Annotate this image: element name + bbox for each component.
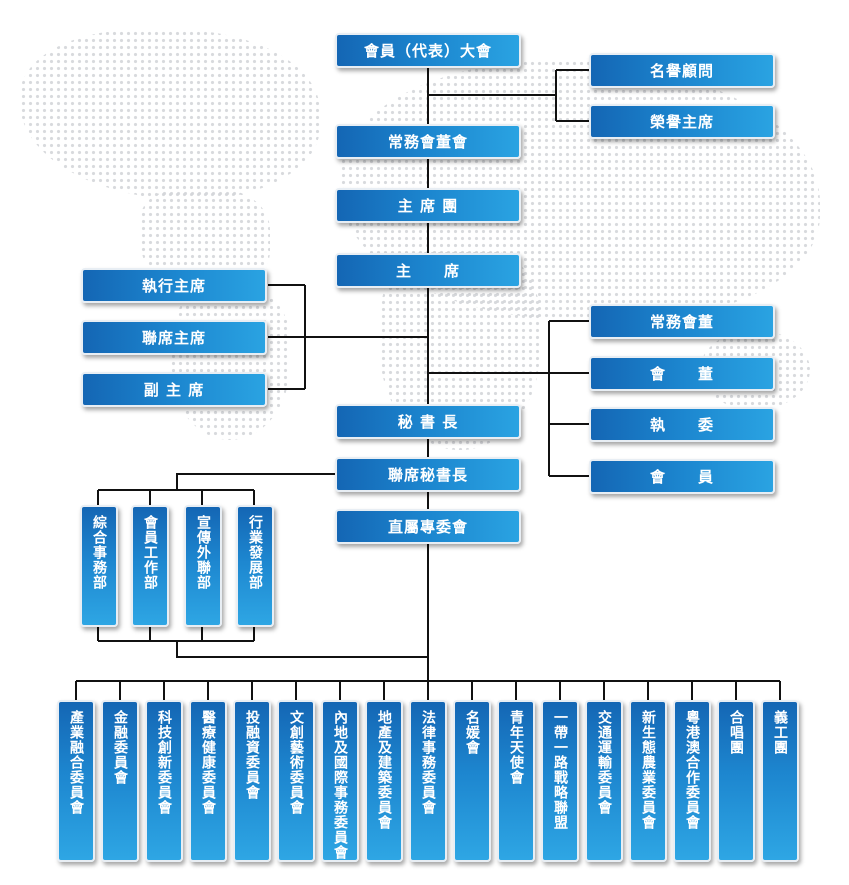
node-executive-committee: 執 委 [589, 407, 775, 442]
node-committee: 科技創新委員會 [145, 700, 183, 862]
node-honorary-advisor: 名譽顧問 [589, 53, 775, 88]
node-department: 會員工作部 [131, 505, 169, 627]
node-executive-chairman: 執行主席 [81, 268, 267, 303]
node-standing-board: 常務會董會 [335, 124, 521, 159]
committee-label: 金融委員會 [112, 710, 128, 785]
department-label: 綜合事務部 [91, 515, 107, 590]
department-label: 宣傳外聯部 [195, 515, 211, 590]
committee-label: 交通運輸委員會 [596, 710, 612, 815]
node-joint-chairman: 聯席主席 [81, 320, 267, 355]
committee-label: 名媛會 [464, 710, 480, 755]
committee-label: 文創藝術委員會 [288, 710, 304, 815]
node-chairman: 主 席 [335, 253, 521, 288]
committee-label: 義工團 [772, 710, 788, 755]
node-department: 綜合事務部 [80, 505, 118, 627]
node-director: 會 董 [589, 356, 775, 391]
committee-label: 一帶一路戰略聯盟 [552, 710, 568, 830]
node-committee: 法律事務委員會 [409, 700, 447, 862]
node-committee: 地產及建築委員會 [365, 700, 403, 862]
department-label: 行業發展部 [247, 515, 263, 590]
committee-label: 新生態農業委員會 [640, 710, 656, 830]
committee-label: 內地及國際事務委員會 [332, 710, 348, 860]
node-department: 宣傳外聯部 [184, 505, 222, 627]
node-member: 會 員 [589, 459, 775, 494]
committee-label: 醫療健康委員會 [200, 710, 216, 815]
node-standing-director: 常務會董 [589, 304, 775, 339]
committee-label: 粵港澳合作委員會 [684, 710, 700, 830]
node-committee: 合唱團 [717, 700, 755, 862]
node-committee: 青年天使會 [497, 700, 535, 862]
node-committee: 新生態農業委員會 [629, 700, 667, 862]
committee-label: 產業融合委員會 [68, 710, 84, 815]
committee-label: 合唱團 [728, 710, 744, 755]
node-presidium: 主 席 團 [335, 188, 521, 223]
node-committee: 一帶一路戰略聯盟 [541, 700, 579, 862]
node-committee: 金融委員會 [101, 700, 139, 862]
node-committee: 交通運輸委員會 [585, 700, 623, 862]
node-committee: 內地及國際事務委員會 [321, 700, 359, 862]
node-committees-head: 直屬專委會 [335, 509, 521, 544]
node-vice-chairman: 副 主 席 [81, 372, 267, 407]
node-committee: 文創藝術委員會 [277, 700, 315, 862]
committee-label: 青年天使會 [508, 710, 524, 785]
node-committee: 醫療健康委員會 [189, 700, 227, 862]
node-committee: 產業融合委員會 [57, 700, 95, 862]
node-joint-secretary-general: 聯席秘書長 [335, 457, 521, 492]
committee-label: 地產及建築委員會 [376, 710, 392, 830]
node-department: 行業發展部 [236, 505, 274, 627]
node-secretary-general: 秘 書 長 [335, 404, 521, 439]
node-assembly: 會員（代表）大會 [335, 33, 521, 68]
committee-label: 法律事務委員會 [420, 710, 436, 815]
committee-label: 科技創新委員會 [156, 710, 172, 815]
node-honorary-chairman: 榮譽主席 [589, 104, 775, 139]
node-committee: 義工團 [761, 700, 799, 862]
node-committee: 粵港澳合作委員會 [673, 700, 711, 862]
committee-label: 投融資委員會 [244, 710, 260, 800]
node-committee: 名媛會 [453, 700, 491, 862]
node-committee: 投融資委員會 [233, 700, 271, 862]
department-label: 會員工作部 [142, 515, 158, 590]
